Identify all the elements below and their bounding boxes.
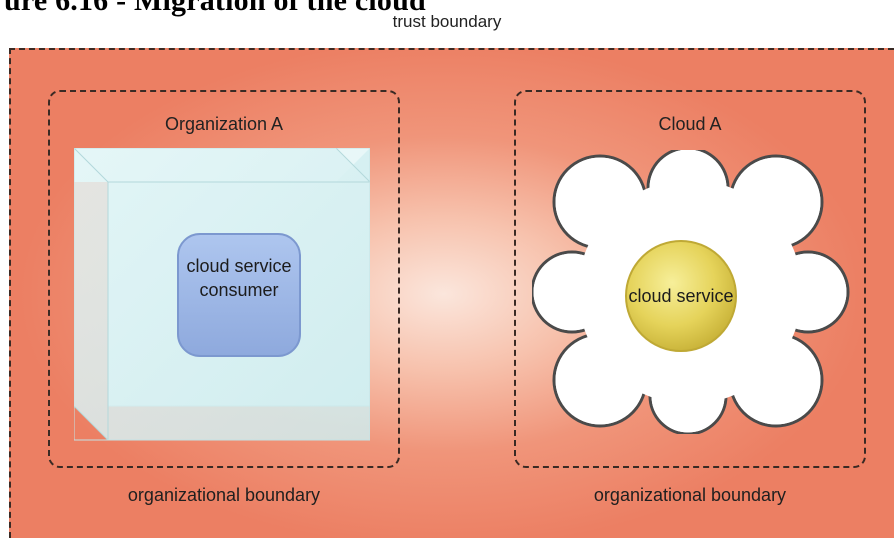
left-organizational-boundary-caption: organizational boundary [127,485,321,505]
organization-a-title: Organization A [164,114,284,134]
cloud-service-consumer-label: cloud service consumer [186,256,292,300]
cloud-service-node [625,240,737,352]
figure-heading: ure 6.16 - Migration of the cloud [4,0,426,17]
cloud-a-boundary: Cloud A [514,90,866,468]
cloud-service-consumer-node [177,233,301,357]
organization-a-boundary: Organization A [48,90,400,468]
cloud-a-title: Cloud A [658,114,722,134]
right-organizational-boundary-caption: organizational boundary [593,485,787,505]
cloud-icon [532,150,850,434]
cloud-service-label: cloud service [628,286,734,306]
trust-boundary-label: trust boundary [392,12,502,31]
glass-cube-icon [74,148,370,441]
